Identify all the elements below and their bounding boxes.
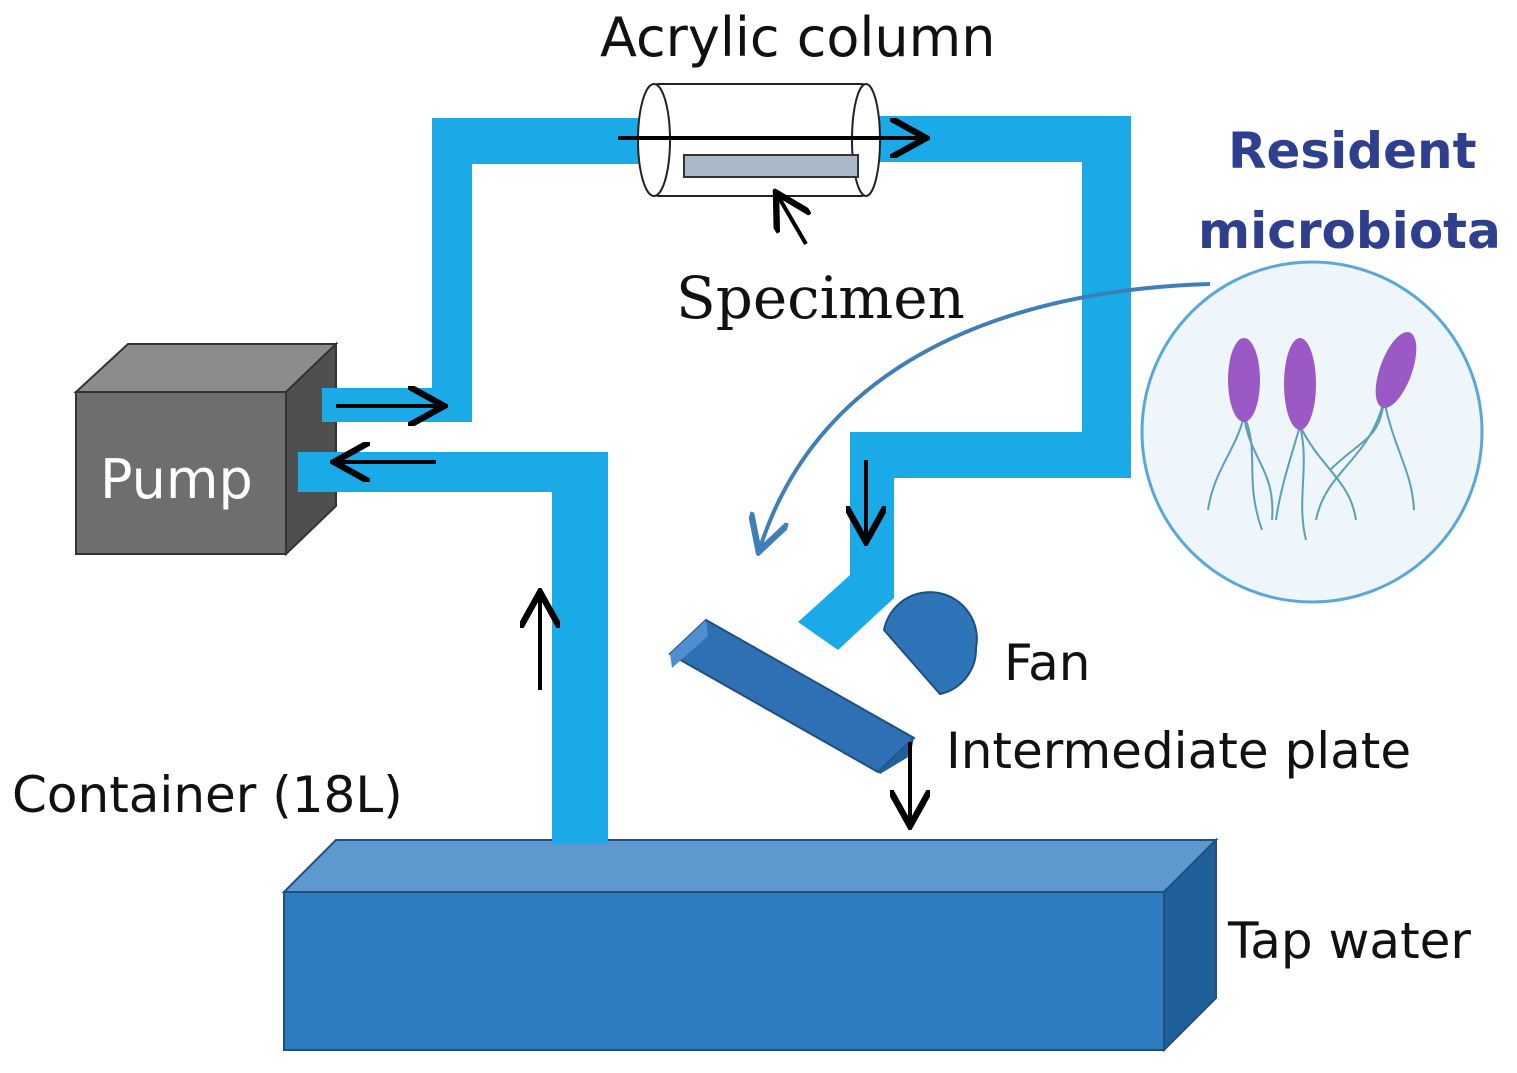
pump-outlet-nozzle	[322, 388, 338, 422]
microbe-1	[1228, 338, 1260, 422]
fan	[882, 591, 978, 696]
label-intermediate-plate: Intermediate plate	[946, 722, 1411, 780]
label-tap-water: Tap water	[1227, 912, 1471, 970]
pipe-nozzle-vertical	[850, 432, 894, 572]
label-pump: Pump	[100, 448, 253, 511]
pump	[73, 341, 339, 557]
flow-arrows	[336, 138, 922, 822]
label-fan: Fan	[1004, 634, 1091, 692]
pipe-return-bottom	[850, 432, 1131, 478]
pipe-rise-left	[432, 118, 472, 422]
label-acrylic-column: Acrylic column	[600, 6, 995, 69]
microbe-2	[1284, 338, 1316, 430]
container	[281, 837, 1219, 1053]
pipe-container-entry	[552, 820, 608, 844]
label-container: Container (18L)	[12, 766, 403, 824]
pump-inlet-nozzle	[298, 452, 338, 492]
pipe-nozzle-spout	[798, 560, 894, 650]
microbiota-circle	[1140, 260, 1484, 604]
arrow-specimen-pointer	[778, 196, 806, 246]
specimen-plate	[683, 154, 859, 178]
pipe-pump-inlet	[298, 452, 608, 492]
pipe-return-vertical	[552, 452, 608, 842]
microbiota-inset	[1140, 260, 1484, 604]
label-resident: Resident	[1228, 122, 1477, 180]
pipe-top-left	[432, 118, 652, 164]
flagella	[1207, 399, 1415, 541]
label-microbiota: microbiota	[1198, 202, 1501, 260]
intermediate-plate	[668, 618, 916, 774]
microbiota-curve-arrow	[760, 282, 1211, 548]
microbe-3	[1375, 332, 1417, 408]
label-specimen: Specimen	[676, 264, 965, 332]
